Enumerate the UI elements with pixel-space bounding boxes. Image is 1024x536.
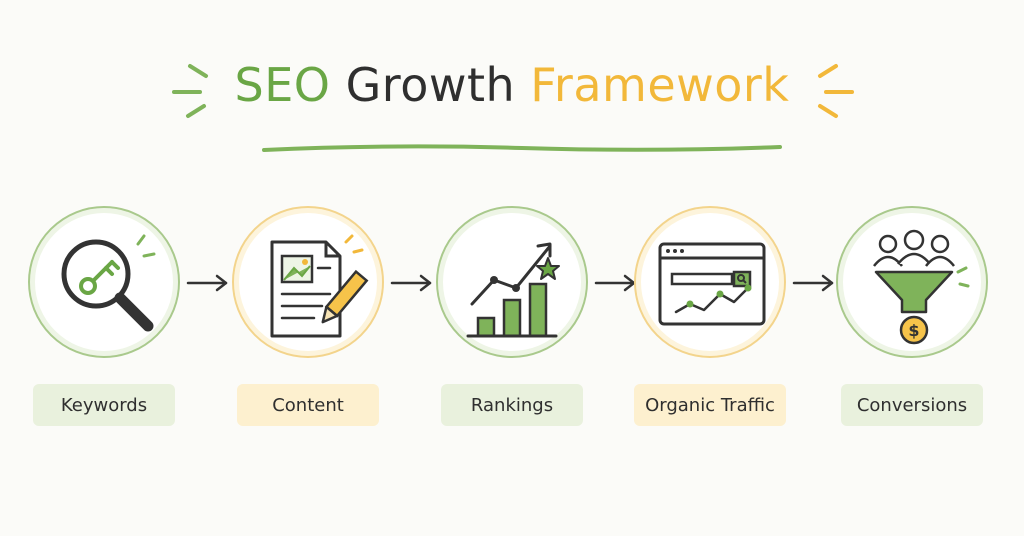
stage-organic-traffic bbox=[634, 206, 786, 358]
stage-label-keywords: Keywords bbox=[33, 384, 175, 426]
arrow-4-icon bbox=[792, 274, 834, 292]
stage-conversions: $ bbox=[836, 206, 988, 358]
magnifier-key-icon bbox=[61, 234, 156, 332]
dollar-sign: $ bbox=[908, 321, 919, 340]
users-funnel-dollar-icon: $ bbox=[873, 229, 970, 345]
bar-chart-star-icon bbox=[466, 242, 560, 338]
title-word-seo: SEO bbox=[234, 58, 331, 112]
title-word-framework: Framework bbox=[530, 58, 790, 112]
document-pencil-icon bbox=[270, 234, 369, 338]
title-word-growth: Growth bbox=[345, 58, 516, 112]
stage-label-organic-traffic: Organic Traffic bbox=[634, 384, 786, 426]
stage-content bbox=[232, 206, 384, 358]
browser-search-trend-icon bbox=[658, 242, 766, 326]
stage-label-rankings: Rankings bbox=[441, 384, 583, 426]
arrow-1-icon bbox=[186, 274, 228, 292]
arrow-3-icon bbox=[594, 274, 636, 292]
stage-keywords bbox=[28, 206, 180, 358]
title-underline bbox=[262, 144, 782, 152]
stage-rankings bbox=[436, 206, 588, 358]
stage-label-conversions: Conversions bbox=[841, 384, 983, 426]
right-sparkle-icon bbox=[818, 64, 854, 118]
page-title: SEO Growth Framework bbox=[0, 58, 1024, 112]
arrow-2-icon bbox=[390, 274, 432, 292]
left-sparkle-icon bbox=[172, 64, 208, 118]
stage-label-content: Content bbox=[237, 384, 379, 426]
